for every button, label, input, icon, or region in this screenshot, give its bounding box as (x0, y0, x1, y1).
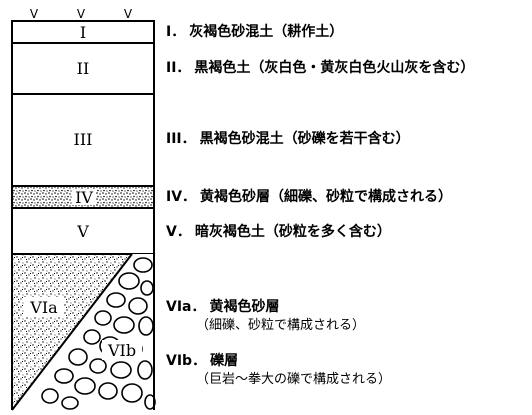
surface-mark: V (124, 7, 133, 21)
layer-VIb-label: VIb (107, 341, 136, 360)
layer-VIa-label-bg (24, 297, 64, 317)
layer-IV-label-bg (72, 190, 96, 205)
surface-mark: V (77, 7, 86, 21)
VIa-VIb-boundary (11, 253, 133, 411)
layer-III-label: III (74, 130, 93, 149)
layer-I-label: I (80, 23, 86, 42)
layer-VIb (12, 254, 156, 410)
layer-II-label: II (77, 59, 90, 78)
layer-III (11, 93, 155, 187)
layer-IV-label: IV (75, 188, 93, 207)
layer-V-label: V (76, 222, 89, 241)
layer-VIa-label: VIa (29, 298, 58, 317)
surface-vegetation-marks: V V V (30, 7, 133, 21)
layer-V (11, 207, 155, 255)
surface-mark: V (30, 7, 39, 21)
layer-II (11, 42, 155, 95)
